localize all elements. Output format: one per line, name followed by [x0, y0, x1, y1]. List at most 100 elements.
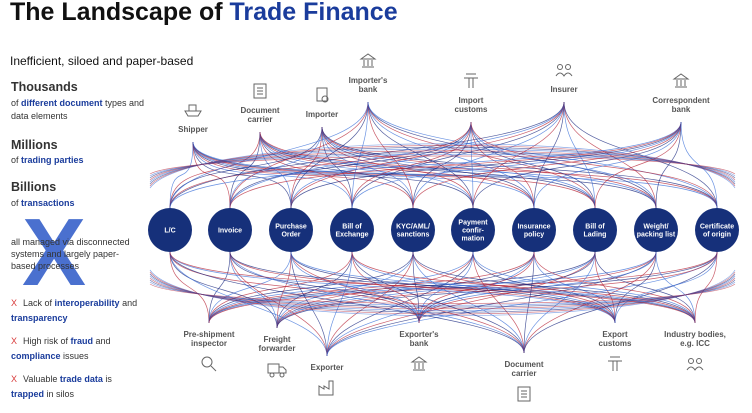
connection-line — [412, 101, 565, 209]
connection-line — [594, 251, 616, 324]
party-label: Industry bodies, — [664, 330, 726, 339]
connection-line — [472, 251, 696, 324]
connection-line — [192, 141, 535, 209]
party-label: e.g. ICC — [680, 339, 710, 348]
connection-line — [523, 251, 596, 354]
connection-line — [367, 101, 596, 209]
connection-line — [276, 251, 474, 329]
connection-line — [594, 251, 696, 324]
connection-line — [533, 251, 696, 324]
party-label: Shipper — [178, 125, 208, 134]
connection-line — [321, 126, 353, 209]
party-label: Pre-shipment — [183, 330, 234, 339]
party-label: bank — [410, 339, 429, 348]
certificate-icon — [316, 87, 329, 103]
connection-line — [259, 131, 474, 209]
party-label: Exporter — [311, 363, 344, 372]
bank-icon — [672, 73, 690, 88]
magnifier-icon — [201, 356, 217, 372]
connection-line — [472, 251, 616, 324]
customs-icon — [608, 356, 622, 371]
x-mark-icon: X — [11, 374, 18, 384]
document-label: Bill of — [585, 224, 605, 231]
document-label: Order — [281, 232, 300, 239]
connection-line — [169, 251, 328, 357]
connection-line — [276, 251, 535, 329]
party-label: Freight — [263, 335, 290, 344]
connection-line — [614, 251, 718, 324]
connection-line — [192, 141, 657, 209]
party-label: Correspondent — [652, 96, 710, 105]
outer-arc — [149, 277, 736, 310]
document-label: Weight/ — [643, 224, 668, 231]
party-label: inspector — [191, 339, 227, 348]
connection-line — [192, 141, 353, 209]
connection-line — [533, 251, 616, 324]
outer-arc — [149, 283, 736, 304]
document-label: KYC/AML/ — [396, 224, 430, 231]
connection-line — [290, 251, 696, 324]
connection-line — [367, 101, 535, 209]
outer-arc — [149, 279, 736, 308]
connection-line — [563, 101, 718, 209]
connection-line — [169, 251, 210, 324]
connection-line — [290, 121, 682, 209]
connection-line — [290, 126, 323, 209]
connection-line — [229, 121, 472, 209]
connection-line — [326, 251, 596, 357]
connection-line — [229, 131, 261, 209]
outer-arc — [149, 271, 736, 315]
x-mark-icon: X — [11, 336, 18, 346]
connection-line — [412, 251, 696, 324]
connection-line — [412, 251, 525, 354]
connection-line — [470, 121, 474, 209]
connection-line — [470, 121, 718, 209]
connection-line — [208, 251, 474, 324]
outer-arc — [149, 145, 736, 187]
connection-line — [326, 251, 414, 357]
connection-line — [169, 251, 616, 324]
connection-line — [259, 131, 353, 209]
connection-line — [169, 251, 278, 329]
party-label: Exporter's — [399, 330, 439, 339]
connection-line — [326, 251, 474, 357]
document-circle: KYC/AML/sanctions — [391, 208, 435, 252]
connection-line — [321, 126, 718, 209]
connection-line — [192, 141, 231, 209]
connection-line — [290, 251, 525, 354]
connection-line — [259, 131, 718, 209]
document-label: Certificate — [700, 224, 734, 231]
connection-line — [276, 251, 718, 329]
party-label: customs — [455, 105, 488, 114]
connection-line — [412, 121, 472, 209]
outer-arc — [149, 152, 736, 179]
connection-line — [326, 251, 535, 357]
connection-line — [290, 121, 472, 209]
connection-line — [470, 121, 657, 209]
connection-line — [351, 251, 696, 324]
truck-icon — [267, 363, 287, 378]
connection-line — [326, 251, 657, 357]
connection-line — [229, 251, 525, 354]
managed-text: all managed via disconnected systems and… — [11, 237, 130, 271]
connection-line — [229, 101, 565, 209]
outer-arc — [149, 146, 736, 185]
document-circle: Weight/packing list — [634, 208, 678, 252]
outer-arc — [149, 275, 736, 311]
connection-line — [208, 251, 414, 324]
